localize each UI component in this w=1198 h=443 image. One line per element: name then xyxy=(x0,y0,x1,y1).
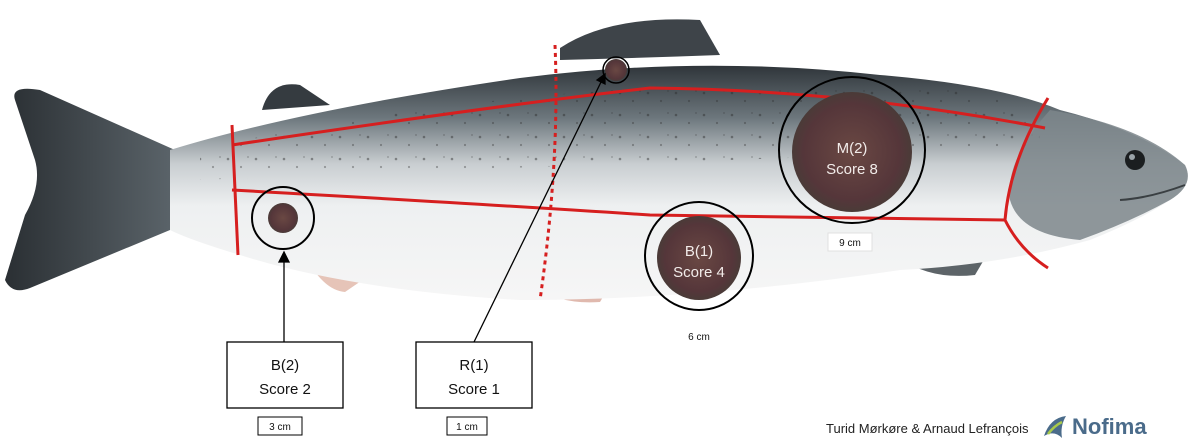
size-label-M2: 9 cm xyxy=(828,233,872,251)
callout-R1-name: R(1) xyxy=(459,357,488,374)
callout-R1-score: Score 1 xyxy=(448,381,500,398)
tail-fin xyxy=(5,89,175,290)
svg-text:9 cm: 9 cm xyxy=(839,238,861,249)
adipose-fin xyxy=(262,84,330,110)
svg-text:1 cm: 1 cm xyxy=(456,422,478,433)
spot-M2-score: Score 8 xyxy=(826,161,878,178)
spot-R1 xyxy=(603,57,629,83)
fish-logo-icon xyxy=(1040,412,1070,442)
spot-M2-name: M(2) xyxy=(837,140,868,157)
author-credit: Turid Mørkøre & Arnaud Lefrançois xyxy=(826,421,1029,436)
size-label-B1: 6 cm xyxy=(688,332,710,343)
svg-text:6 cm: 6 cm xyxy=(688,332,710,343)
callout-B2-name: B(2) xyxy=(271,357,299,374)
callout-box-B2: B(2) Score 2 xyxy=(227,342,343,408)
spot-B1-score: Score 4 xyxy=(673,264,725,281)
spot-B1: B(1) Score 4 xyxy=(645,202,753,310)
spot-M2: M(2) Score 8 xyxy=(779,77,925,223)
size-label-R1: 1 cm xyxy=(447,417,487,435)
callout-B2-score: Score 2 xyxy=(259,381,311,398)
svg-text:3 cm: 3 cm xyxy=(269,422,291,433)
fish-eye xyxy=(1125,150,1145,170)
spot-R1-patch xyxy=(605,59,627,81)
fish-head xyxy=(1010,110,1188,240)
dorsal-fin xyxy=(560,19,720,60)
callout-box-R1: R(1) Score 1 xyxy=(416,342,532,408)
spot-B1-name: B(1) xyxy=(685,243,713,260)
spot-B2-patch xyxy=(268,203,298,233)
brand-logo-text: Nofima xyxy=(1072,414,1147,440)
size-label-B2: 3 cm xyxy=(258,417,302,435)
